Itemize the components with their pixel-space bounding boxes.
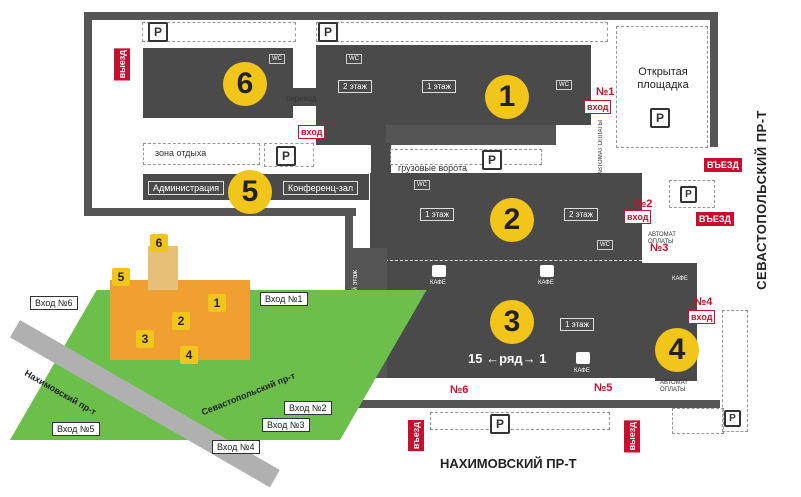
inset-marker-2: 2	[172, 312, 190, 330]
cargo-gates-label: грузовые ворота	[398, 163, 467, 173]
territory-border-right	[710, 12, 718, 147]
territory-border-bottom	[345, 400, 720, 408]
floor-label-1: 1 этаж	[420, 208, 454, 221]
parking-icon: P	[148, 22, 168, 42]
parking-box	[264, 143, 314, 167]
building-1-west[interactable]	[316, 45, 386, 145]
atm-label: АВТОМАТ ОПЛАТЫ	[648, 232, 676, 245]
entry-2-number[interactable]: №2	[634, 198, 653, 210]
parking-row	[316, 22, 608, 42]
entry-6-number[interactable]: №6	[450, 384, 469, 396]
wc-label: WC	[414, 180, 430, 190]
entry-1-label[interactable]: вход	[584, 100, 612, 114]
inset-vhod-2: Вход №2	[284, 401, 332, 415]
parking-icon: P	[490, 414, 510, 434]
atm-label: АВТОМАТ ОПЛАТЫ	[598, 120, 604, 175]
parking-icon: P	[650, 108, 670, 128]
marker-5: 5	[228, 170, 272, 214]
building-1-south	[386, 125, 556, 145]
building-1-link	[292, 88, 322, 106]
crossing-label: переход	[286, 94, 317, 103]
parking-icon: P	[482, 150, 502, 170]
inset-marker-3: 3	[136, 330, 154, 348]
wc-label: WC	[556, 80, 572, 90]
parking-icon: P	[276, 146, 296, 166]
territory-border	[84, 12, 718, 20]
parking-icon: P	[724, 410, 741, 427]
inset-vhod-4: Вход №4	[212, 440, 260, 454]
cafe-label: КАФЕ	[538, 280, 554, 286]
street-nakhimovsky: НАХИМОВСКИЙ ПР-Т	[440, 456, 577, 471]
entrance-sign[interactable]: въезд	[408, 420, 424, 452]
entry-5-number[interactable]: №5	[594, 382, 613, 394]
marker-6: 6	[223, 62, 267, 106]
cafe-icon	[540, 265, 554, 277]
entry-4-number[interactable]: №4	[694, 296, 713, 308]
wc-label: WC	[269, 54, 285, 64]
marker-3: 3	[490, 300, 534, 344]
parking-icon: P	[318, 22, 338, 42]
admin-label: Администрация	[148, 181, 225, 195]
inset-vhod-1: Вход №1	[260, 292, 308, 306]
parking-row	[390, 149, 542, 165]
inset-marker-6: 6	[150, 234, 168, 252]
conf-label: Конференц-зал	[283, 181, 359, 195]
marker-4: 4	[655, 328, 699, 372]
open-area-label: Открытая площадка	[637, 66, 689, 91]
floor-label-1: 1 этаж	[560, 318, 594, 331]
territory-border-bottom-left	[84, 208, 356, 216]
marker-2: 2	[490, 198, 534, 242]
entry-4-label[interactable]: вход	[688, 310, 716, 324]
floor-label-2: 2 этаж	[338, 80, 372, 93]
atm-label: АВТОМАТ ОПЛАТЫ	[660, 380, 688, 393]
cafe-label: КАФЕ	[672, 276, 688, 282]
entry-2-label[interactable]: вход	[624, 210, 652, 224]
inset-vhod-6: Вход №6	[30, 296, 78, 310]
parking-row	[669, 180, 715, 208]
floor-label-1: 1 этаж	[422, 80, 456, 93]
inset-marker-5: 5	[112, 268, 130, 286]
inset-vhod-5: Вход №5	[52, 422, 100, 436]
wc-label: WC	[346, 54, 362, 64]
rest-zone	[143, 143, 260, 165]
territory-border-left	[84, 12, 92, 216]
open-area	[616, 26, 708, 148]
entry-1-number[interactable]: №1	[596, 86, 615, 98]
wc-label: WC	[597, 240, 613, 250]
inset-vhod-3: Вход №3	[262, 418, 310, 432]
inset-tower	[148, 246, 178, 290]
floor-label-2: 2 этаж	[564, 208, 598, 221]
marker-1: 1	[485, 75, 529, 119]
entry-side-label[interactable]: вход	[298, 125, 326, 139]
parking-icon: P	[680, 186, 697, 203]
entrance-sign[interactable]: ВЪЕЗД	[704, 158, 742, 172]
inset-marker-1: 1	[208, 294, 226, 312]
cafe-label: КАФЕ	[430, 280, 446, 286]
building-6[interactable]	[143, 48, 293, 118]
entry-3-number[interactable]: №3	[650, 242, 669, 254]
exit-sign[interactable]: выезд	[624, 420, 640, 453]
parking-row	[430, 412, 610, 430]
row-label: 15 ←ряд→ 1	[468, 351, 547, 366]
exit-sign[interactable]: ВЪЕЗД	[696, 212, 734, 226]
street-sevastopolsky: СЕВАСТОПОЛЬСКИЙ ПР-Т	[754, 110, 769, 290]
exit-sign[interactable]: выезд	[114, 48, 130, 81]
inset-marker-4: 4	[180, 346, 198, 364]
parking-row	[672, 408, 724, 434]
parking-row	[722, 310, 748, 432]
parking-row	[142, 22, 296, 42]
cafe-icon	[576, 352, 590, 364]
cafe-label: КАФЕ	[574, 368, 590, 374]
rest-zone-label: зона отдыха	[155, 148, 207, 158]
cafe-icon	[432, 265, 446, 277]
divider-line	[370, 260, 642, 261]
